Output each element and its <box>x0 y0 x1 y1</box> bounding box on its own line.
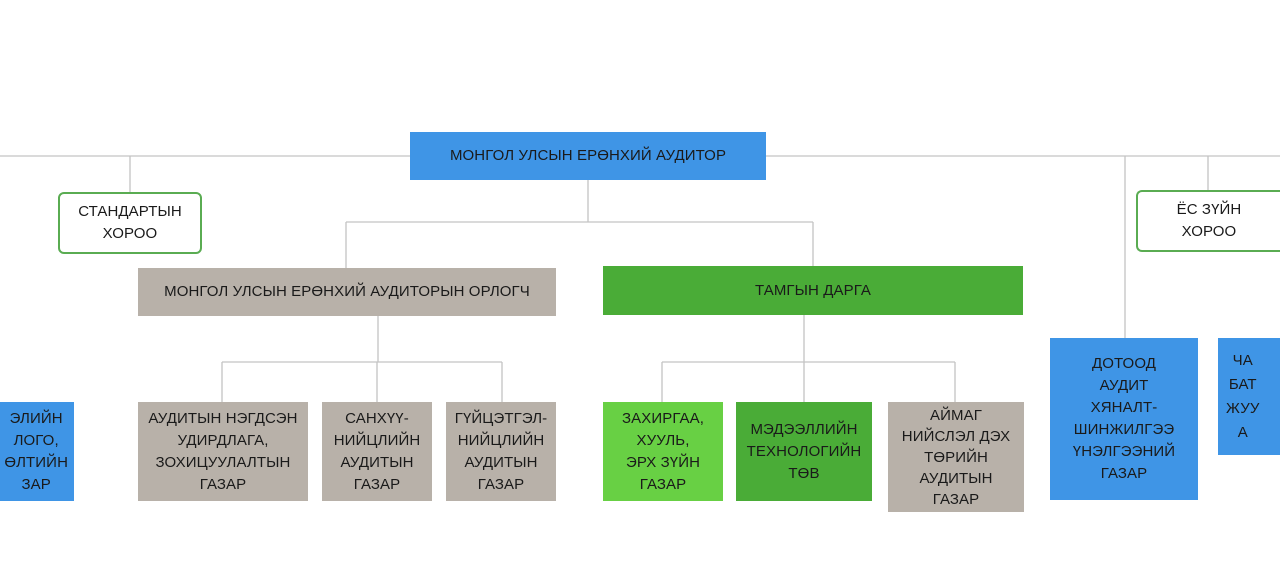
node-financial-audit: САНХҮҮ- НИЙЦЛИЙН АУДИТЫН ГАЗАР <box>322 402 432 501</box>
node-standards-committee: СТАНДАРТЫН ХОРОО <box>58 192 202 254</box>
node-ethics-committee: ЁС ЗҮЙН ХОРОО <box>1136 190 1280 252</box>
node-consolidated-audit: АУДИТЫН НЭГДСЭН УДИРДЛАГА, ЗОХИЦУУЛАЛТЫН… <box>138 402 308 501</box>
node-left-clipped: ЭЛИЙН ЛОГО, ӨЛТИЙН ЗАР <box>0 402 74 501</box>
node-aimag-capital-audit: АЙМАГ НИЙСЛЭЛ ДЭХ ТӨРИЙН АУДИТЫН ГАЗАР <box>888 402 1024 512</box>
node-auditor-general: МОНГОЛ УЛСЫН ЕРӨНХИЙ АУДИТОР <box>410 132 766 180</box>
node-secretary-general: ТАМГЫН ДАРГА <box>603 266 1023 315</box>
node-right-clipped: ЧА БАТ ЖУУ А <box>1218 338 1280 455</box>
node-performance-audit: ГҮЙЦЭТГЭЛ- НИЙЦЛИЙН АУДИТЫН ГАЗАР <box>446 402 556 501</box>
node-administration: ЗАХИРГАА, ХУУЛЬ, ЭРХ ЗҮЙН ГАЗАР <box>603 402 723 501</box>
node-internal-audit: ДОТООД АУДИТ ХЯНАЛТ- ШИНЖИЛГЭЭ ҮНЭЛГЭЭНИ… <box>1050 338 1198 500</box>
node-deputy-auditor-general: МОНГОЛ УЛСЫН ЕРӨНХИЙ АУДИТОРЫН ОРЛОГЧ <box>138 268 556 316</box>
node-it-center: МЭДЭЭЛЛИЙН ТЕХНОЛОГИЙН ТӨВ <box>736 402 872 501</box>
